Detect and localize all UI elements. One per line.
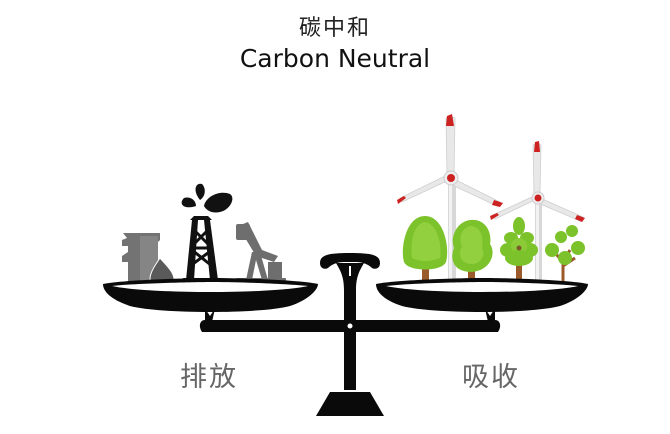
emission-label: 排放 xyxy=(180,362,238,393)
tree-icon xyxy=(452,219,493,287)
left-scale-pan xyxy=(103,278,318,312)
right-scale-pan xyxy=(376,278,588,312)
pine-tree-icon xyxy=(500,217,538,286)
title-chinese: 碳中和 xyxy=(298,16,371,41)
branchy-tree-icon xyxy=(545,225,585,286)
wind-turbine-icon xyxy=(490,141,585,282)
tree-icon xyxy=(402,216,448,286)
absorption-label: 吸收 xyxy=(462,362,520,393)
oil-derrick-gusher-icon xyxy=(181,183,233,287)
pumpjack-icon xyxy=(236,222,286,287)
scale-stand xyxy=(316,253,384,416)
wind-turbine-icon xyxy=(397,114,503,281)
title-english: Carbon Neutral xyxy=(239,44,431,73)
